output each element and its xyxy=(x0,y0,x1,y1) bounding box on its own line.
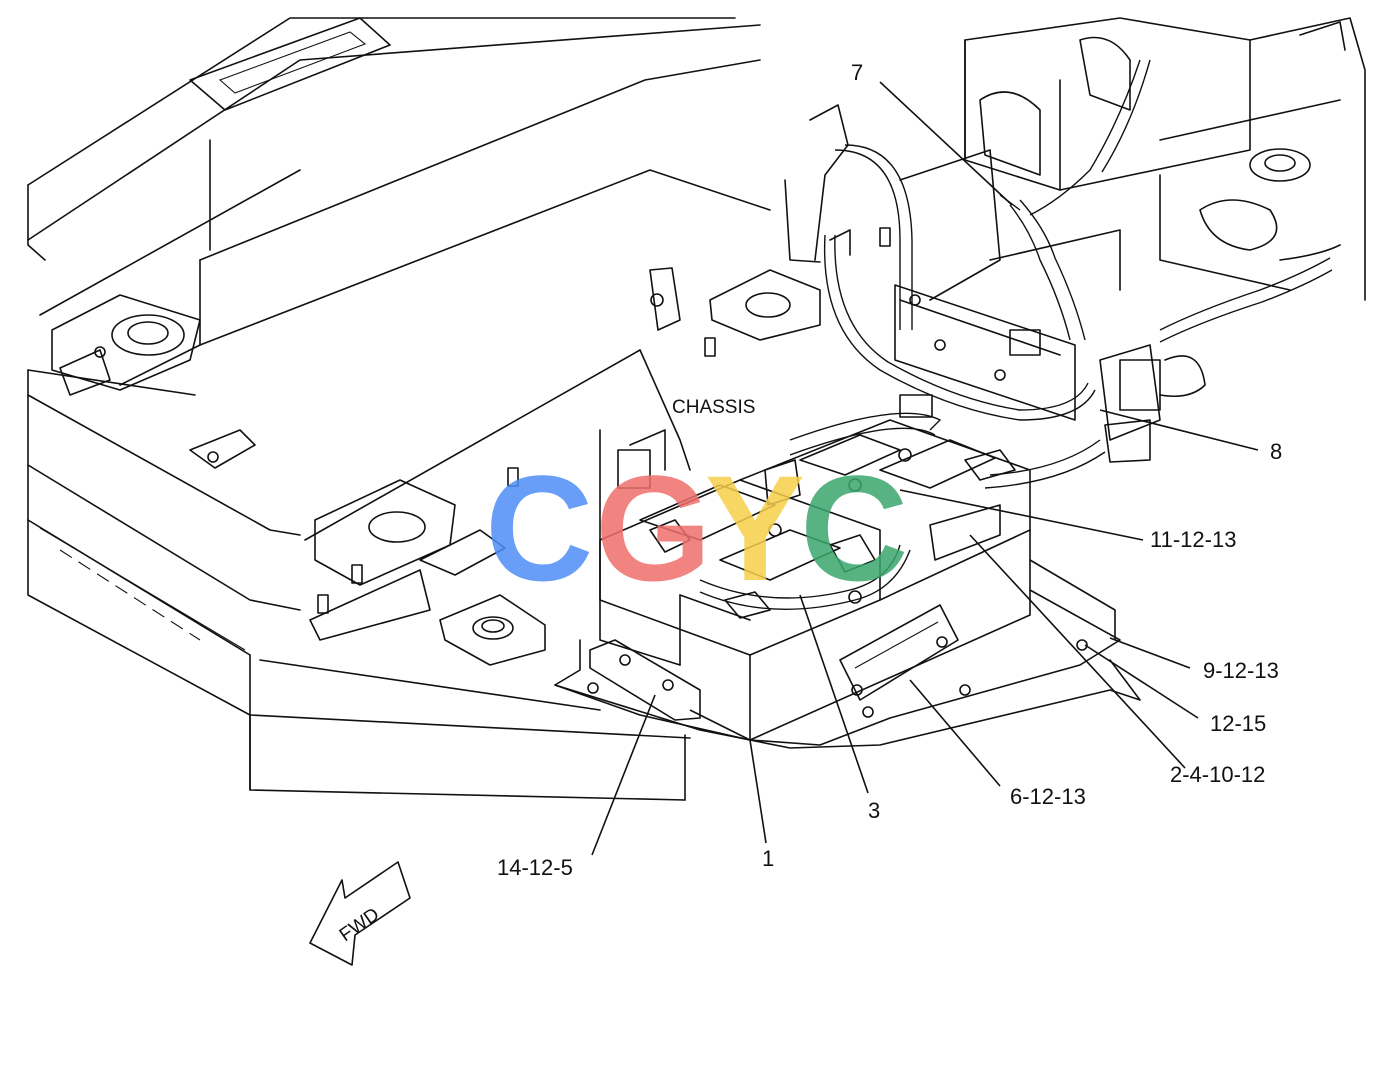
callout-12-15: 12-15 xyxy=(1210,711,1266,736)
leader-9 xyxy=(1109,637,1191,669)
callout-6-12-13: 6-12-13 xyxy=(1010,784,1086,809)
callout-14-12-5: 14-12-5 xyxy=(497,855,573,880)
watermark-logo: C G Y C xyxy=(485,444,908,612)
callout-7: 7 xyxy=(851,60,863,85)
callout-3: 3 xyxy=(868,798,880,823)
battery-group xyxy=(599,419,1031,741)
callout-2-4-10-12: 2-4-10-12 xyxy=(1170,762,1265,787)
leader-6 xyxy=(909,679,1001,787)
watermark-letter-c: C xyxy=(485,444,593,612)
battery-tray xyxy=(554,559,1141,749)
callout-9-12-13: 9-12-13 xyxy=(1203,658,1279,683)
watermark-letter-g: G xyxy=(595,444,712,612)
leader-7 xyxy=(879,81,1013,206)
leader-11 xyxy=(899,489,1144,541)
breaker-panel xyxy=(894,284,1206,463)
cable-routing xyxy=(699,59,1333,610)
chassis-frame xyxy=(27,17,891,801)
leader-1 xyxy=(749,739,767,844)
leader-12-15 xyxy=(1084,644,1199,719)
leader-2 xyxy=(969,534,1186,769)
chassis-label: CHASSIS xyxy=(672,397,755,418)
leader-1b xyxy=(689,709,751,741)
leader-lines xyxy=(591,81,1259,856)
callout-8: 8 xyxy=(1270,439,1282,464)
fwd-label: FWD xyxy=(336,904,383,946)
fwd-arrow: FWD xyxy=(309,861,411,966)
watermark-letter-y: Y xyxy=(705,444,805,612)
upper-right-assembly xyxy=(784,17,1366,301)
leader-3 xyxy=(799,594,869,794)
leader-8 xyxy=(1099,409,1259,451)
leader-14 xyxy=(591,694,656,856)
watermark-letter-c-second: C xyxy=(800,444,908,612)
callout-11-12-13: 11-12-13 xyxy=(1150,527,1236,552)
callout-1: 1 xyxy=(762,846,774,871)
